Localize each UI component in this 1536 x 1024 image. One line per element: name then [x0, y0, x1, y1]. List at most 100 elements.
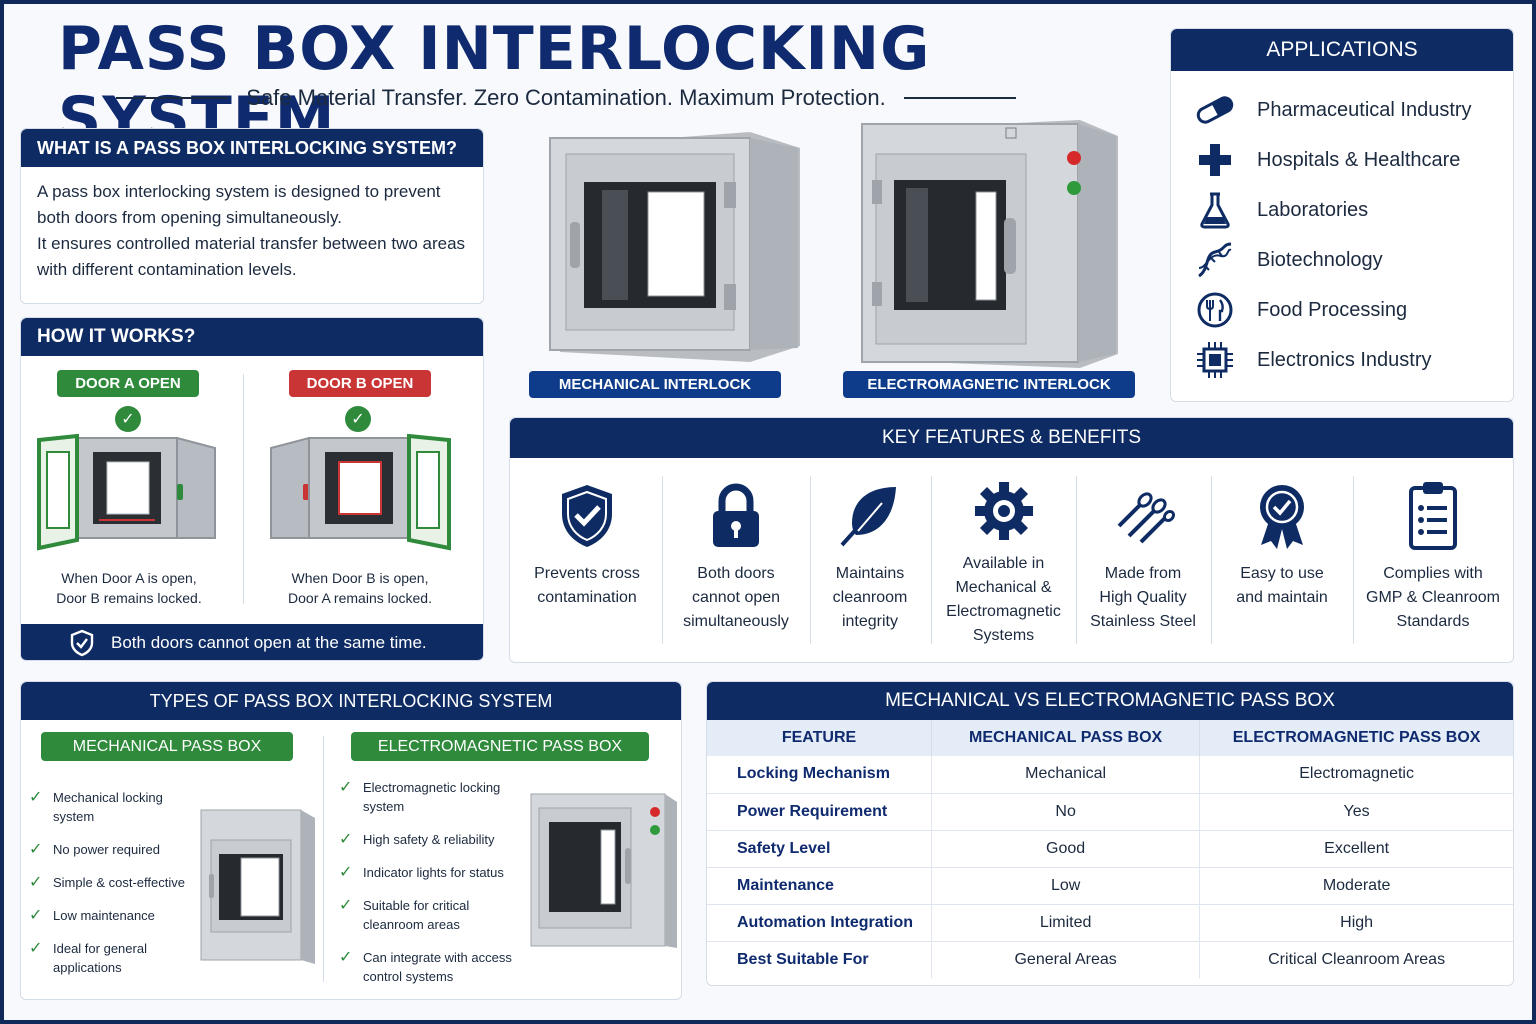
mechanical-passbox-image [549, 132, 800, 362]
electromagnetic-feature: ✓ High safety & reliability [339, 830, 529, 849]
table-cell: Critical Cleanroom Areas [1268, 950, 1446, 968]
feature-label: Both doors cannot open simultaneously [683, 562, 789, 634]
door-b-caption-line: Door A remains locked. [288, 590, 432, 606]
feature-label-line: Made from [1104, 565, 1182, 582]
what-is-line: A pass box interlocking system is design… [37, 182, 441, 201]
shield-check-icon [556, 476, 618, 556]
mechanical-feature-line: Low maintenance [53, 908, 155, 923]
application-label: Biotechnology [1257, 248, 1383, 271]
feature-item: Both doors cannot open simultaneously [662, 458, 810, 648]
check-icon: ✓ [29, 874, 43, 891]
feature-label-line: integrity [841, 613, 898, 630]
check-icon: ✓ [339, 897, 353, 914]
fork-knife-icon [1191, 290, 1239, 330]
application-item: Electronics Industry [1191, 335, 1513, 385]
feature-label-line: and maintain [1236, 589, 1328, 606]
what-is-line: both doors from opening simultaneously. [37, 208, 342, 227]
door-a-open-badge: DOOR A OPEN [57, 370, 199, 397]
door-a-caption-line: Door B remains locked. [56, 590, 202, 606]
feature-label-line: High Quality [1099, 589, 1187, 606]
electromagnetic-feature-line: Suitable for critical [363, 898, 470, 913]
application-item: Biotechnology [1191, 235, 1513, 285]
feature-label-line: Systems [972, 627, 1035, 644]
mechanical-feature: ✓Mechanical locking system [29, 788, 199, 826]
check-icon: ✓ [29, 940, 43, 957]
features-card: KEY FEATURES & BENEFITS Prevents cross c… [509, 417, 1514, 663]
clipboard-icon [1407, 476, 1459, 556]
feature-item: Easy to use and maintain [1211, 458, 1353, 648]
feature-item: Prevents cross contamination [512, 458, 662, 648]
feature-label-line: Maintains [835, 565, 905, 582]
mechanical-feature: ✓ Simple & cost-effective [29, 873, 199, 892]
feature-label-line: cannot open [691, 589, 781, 606]
table-row: Locking Mechanism Mechanical Electromagn… [707, 756, 1513, 794]
comparison-table: FEATURE MECHANICAL PASS BOX ELECTROMAGNE… [707, 720, 1513, 978]
how-footer-bar: Both doors cannot open at the same time. [21, 624, 483, 660]
table-cell: Best Suitable For [707, 941, 933, 978]
application-label: Pharmaceutical Industry [1257, 98, 1472, 121]
table-cell: Locking Mechanism [707, 756, 933, 794]
application-label: Food Processing [1257, 298, 1408, 321]
electromagnetic-feature-line: Electromagnetic locking [363, 780, 501, 795]
mechanical-feature: ✓Low maintenance [29, 906, 199, 925]
feature-item: Maintains cleanroom integrity [810, 458, 930, 648]
medical-cross-icon [1191, 140, 1239, 180]
electromagnetic-feature-line: High safety & reliability [363, 832, 495, 847]
subtitle-text: Safe Material Transfer. Zero Contaminati… [246, 85, 886, 110]
features-heading: KEY FEATURES & BENEFITS [510, 418, 1513, 458]
door-b-open-illustration [270, 434, 451, 551]
what-is-heading: WHAT IS A PASS BOX INTERLOCKING SYSTEM? [21, 129, 483, 167]
feature-divider [1211, 476, 1212, 644]
feature-label-line: contamination [537, 589, 637, 606]
feature-label-line: Easy to use [1240, 565, 1324, 582]
feature-label-line: Standards [1396, 613, 1470, 630]
steel-pipes-icon [1111, 476, 1175, 556]
check-icon: ✓ [29, 841, 43, 858]
mechanical-feature-line: Simple & cost-effective [53, 875, 185, 890]
table-header-row: FEATURE MECHANICAL PASS BOX ELECTROMAGNE… [707, 720, 1513, 756]
table-cell: Power Requirement [707, 793, 933, 831]
table-cell: Limited [931, 904, 1201, 942]
door-b-caption: When Door B is open, Door A remains lock… [267, 568, 453, 608]
page-subtitle: Safe Material Transfer. Zero Contaminati… [116, 84, 1017, 112]
flask-icon [1191, 190, 1239, 230]
door-b-open-badge: DOOR B OPEN [289, 370, 431, 397]
feature-label-line: GMP & Cleanroom [1366, 589, 1500, 606]
feature-label: Made from High Quality Stainless Steel [1090, 562, 1196, 634]
feature-divider [662, 476, 663, 644]
door-a-check-icon: ✓ [115, 406, 141, 432]
feature-label-line: Prevents cross [534, 565, 640, 582]
electromagnetic-feature-line: control systems [363, 969, 454, 984]
what-is-card: WHAT IS A PASS BOX INTERLOCKING SYSTEM? … [20, 128, 484, 304]
electromagnetic-feature-line: Can integrate with access [363, 950, 512, 965]
types-card: TYPES OF PASS BOX INTERLOCKING SYSTEM ME… [20, 681, 682, 1000]
column-header: MECHANICAL PASS BOX [931, 720, 1201, 756]
mechanical-interlock-label: MECHANICAL INTERLOCK [529, 371, 781, 398]
table-cell: Low [931, 867, 1201, 905]
check-icon: ✓ [339, 831, 353, 848]
applications-heading: APPLICATIONS [1171, 29, 1513, 71]
table-cell: Electromagnetic [1199, 756, 1513, 794]
types-divider [323, 736, 324, 982]
dna-icon [1191, 240, 1239, 280]
mechanical-passbox-badge: MECHANICAL PASS BOX [41, 732, 293, 761]
column-header: FEATURE [707, 720, 933, 756]
table-cell: Excellent [1199, 830, 1513, 868]
feature-label-line: Stainless Steel [1090, 613, 1196, 630]
feature-label-line: Complies with [1383, 565, 1483, 582]
mechanical-feature-line: No power required [53, 842, 160, 857]
application-item: Hospitals & Healthcare [1191, 135, 1513, 185]
feature-label-line: Available in [962, 555, 1045, 572]
application-label: Hospitals & Healthcare [1257, 148, 1461, 171]
what-is-line: It ensures controlled material transfer … [37, 234, 466, 253]
door-b-check-icon: ✓ [345, 406, 371, 432]
how-it-works-heading: HOW IT WORKS? [21, 318, 483, 356]
feature-label: Available in Mechanical & Electromagneti… [946, 552, 1061, 648]
door-a-caption-line: When Door A is open, [61, 570, 197, 586]
table-row: Power Requirement No Yes [707, 793, 1513, 831]
check-icon: ✓ [339, 779, 353, 796]
feature-divider [1353, 476, 1354, 644]
